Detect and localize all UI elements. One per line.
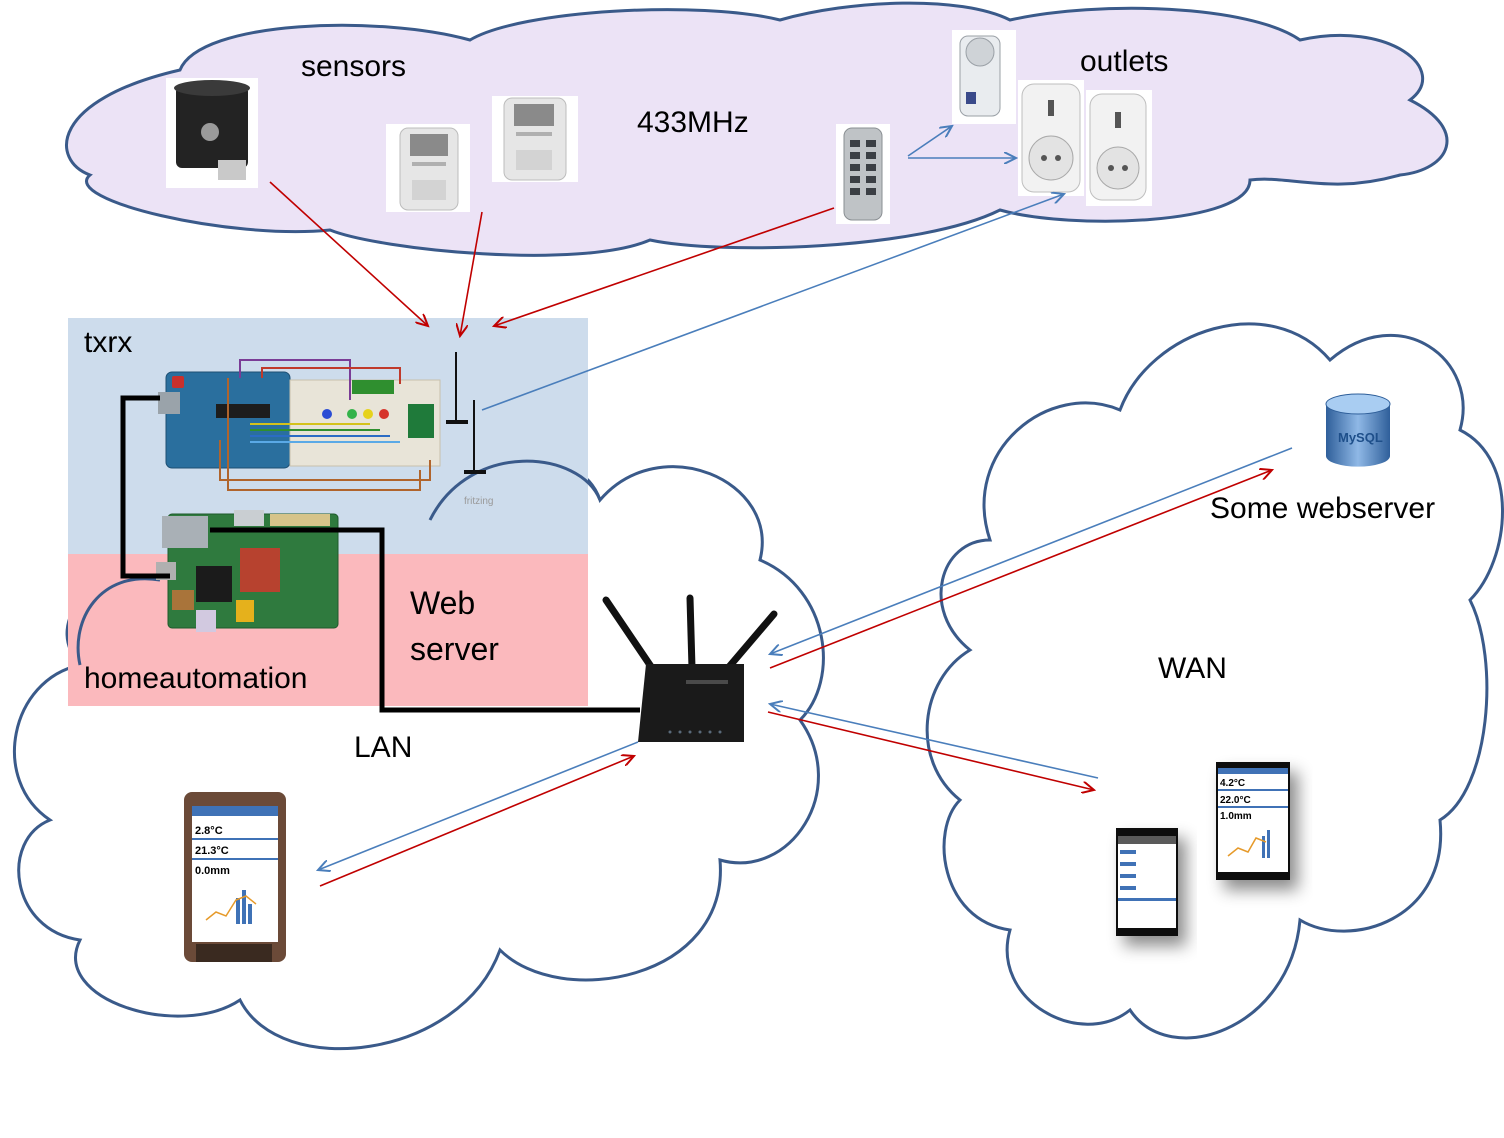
- mysql-database-icon: MySQL: [1325, 393, 1391, 467]
- arrow-router-to-tablet: [318, 741, 639, 870]
- wan-cloud: [925, 322, 1504, 1040]
- label-433mhz: 433MHz: [637, 106, 749, 139]
- outlet-1: [1018, 80, 1084, 196]
- arrow-tablet-to-router: [319, 756, 634, 887]
- tablet-temp-2: 21.3°C: [195, 845, 229, 857]
- phone-temp-2: 22.0°C: [1220, 795, 1251, 806]
- blue-arrows: [318, 126, 1293, 870]
- cloud-433mhz: [65, 1, 1449, 257]
- outlet-adapter: [952, 30, 1016, 124]
- arrow-webserver-to-router: [770, 447, 1293, 654]
- red-arrows: [269, 181, 1272, 887]
- phone-right: 4.2°C 22.0°C 1.0mm: [1216, 762, 1290, 880]
- cable-pi-to-router: [210, 527, 640, 713]
- phone-left: [1116, 828, 1178, 936]
- temperature-sensor-2: [492, 96, 578, 182]
- lan-cloud-overlap-edge-2: [76, 577, 161, 666]
- raspberry-pi: [156, 510, 339, 632]
- label-homeautomation: homeautomation: [84, 662, 307, 695]
- arrow-raingauge-to-txrx: [269, 181, 428, 326]
- rain-gauge-sensor: [166, 78, 258, 188]
- phone-rain: 1.0mm: [1220, 811, 1252, 822]
- remote-control: [836, 124, 890, 224]
- arrow-router-to-phones: [767, 711, 1094, 790]
- tablet-device: 2.8°C 21.3°C 0.0mm: [184, 792, 286, 962]
- arrow-remote-to-adapter: [907, 126, 952, 157]
- label-txrx: txrx: [84, 326, 132, 359]
- tablet-mini-chart: [205, 890, 257, 924]
- tablet-temp-1: 2.8°C: [195, 825, 223, 837]
- temperature-sensor-1: [386, 124, 470, 212]
- arrow-router-to-webserver: [769, 470, 1272, 669]
- mysql-logo-label: MySQL: [1338, 430, 1383, 445]
- label-sensors: sensors: [301, 50, 406, 83]
- label-wan: WAN: [1158, 652, 1227, 685]
- label-some-webserver: Some webserver: [1210, 492, 1435, 525]
- label-web: Web: [410, 585, 475, 621]
- cable-arduino-to-pi: [120, 395, 170, 579]
- router: [602, 594, 778, 742]
- arrow-txrx-to-outlet: [481, 194, 1064, 411]
- phone-temp-1: 4.2°C: [1220, 778, 1245, 789]
- outlet-2: [1086, 90, 1152, 206]
- label-outlets: outlets: [1080, 45, 1168, 78]
- tablet-rain: 0.0mm: [195, 865, 230, 877]
- arrow-phones-to-router: [770, 704, 1099, 779]
- phone-mini-chart: [1227, 830, 1270, 858]
- label-lan: LAN: [354, 731, 412, 764]
- arrow-sensor1-to-txrx: [460, 211, 483, 336]
- label-server: server: [410, 631, 499, 667]
- arduino-breadboard: [158, 352, 486, 491]
- arrow-remote-to-txrx: [494, 207, 835, 326]
- fritzing-label: fritzing: [464, 496, 493, 507]
- lan-cloud-overlap-edge: [428, 459, 602, 521]
